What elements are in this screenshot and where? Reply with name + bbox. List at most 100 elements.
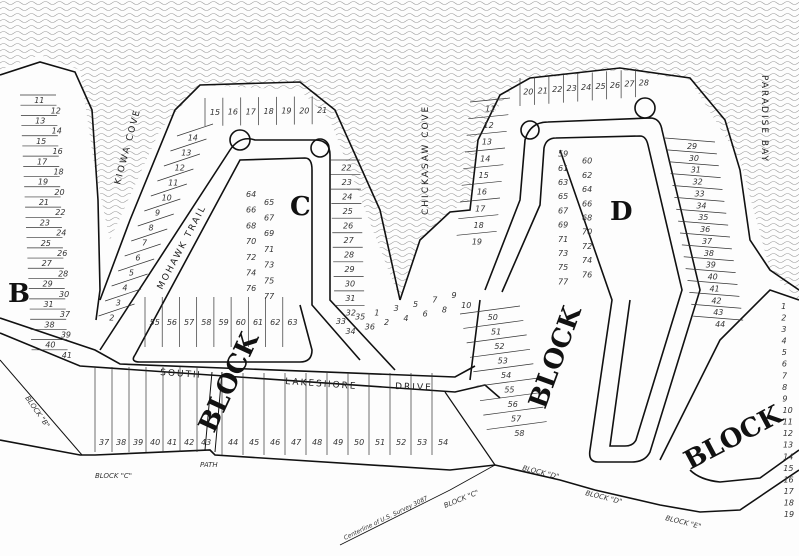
lot-number: 2 xyxy=(109,314,114,323)
lot-number: 4 xyxy=(122,284,127,293)
lot-line xyxy=(150,183,187,197)
lot-number: 57 xyxy=(184,318,195,327)
lot-number: 2 xyxy=(384,318,389,327)
bottom-block-b-label: BLOCK "B" xyxy=(23,395,51,430)
lot-number: 65 xyxy=(264,198,274,207)
lot-number: 61 xyxy=(253,318,263,327)
lot-number: 41 xyxy=(167,438,177,447)
lot-line xyxy=(124,243,161,257)
lot-number: 31 xyxy=(345,294,355,303)
mohawk-trail-inner xyxy=(134,157,361,361)
lot-number: 50 xyxy=(354,438,364,447)
lot-number: 16 xyxy=(228,108,238,117)
lot-number: 19 xyxy=(472,238,482,247)
shoreline-chickasaw xyxy=(399,67,799,301)
block-b-label: B xyxy=(8,279,30,309)
lot-line xyxy=(111,273,148,287)
lot-number: 73 xyxy=(558,249,568,258)
lot-number: 75 xyxy=(264,276,274,285)
lot-line xyxy=(459,305,521,315)
lot-line xyxy=(144,198,181,212)
lot-number: 22 xyxy=(341,163,351,172)
lot-line xyxy=(693,315,744,321)
lot-number: 36 xyxy=(365,323,375,332)
lot-line xyxy=(681,244,732,250)
lot-line xyxy=(466,130,507,136)
lot-number: 25 xyxy=(595,82,605,91)
lot-number: 58 xyxy=(201,318,211,327)
lot-number: 14 xyxy=(480,154,490,163)
lot-line xyxy=(463,164,504,170)
lot-number: 53 xyxy=(498,357,508,366)
lot-number: 68 xyxy=(246,221,256,230)
paradise-bay-label: PARADISE BAY xyxy=(759,75,769,163)
lot-number: 32 xyxy=(346,309,356,318)
lot-number: 7 xyxy=(432,296,438,305)
lot-number: 30 xyxy=(689,154,699,163)
lot-number: 46 xyxy=(270,438,280,447)
lot-line xyxy=(461,180,502,186)
lot-number: 40 xyxy=(150,438,160,447)
lot-line xyxy=(456,230,497,236)
lot-line xyxy=(685,268,736,273)
lot-line xyxy=(469,348,531,358)
lot-line xyxy=(674,197,725,202)
lot-number: 39 xyxy=(61,331,71,340)
lot-number: 18 xyxy=(474,221,484,230)
lot-number: 18 xyxy=(784,499,794,508)
lot-number: 62 xyxy=(582,171,592,180)
lot-number: 15 xyxy=(36,137,46,146)
lot-number: 34 xyxy=(345,327,355,336)
survey-centerline xyxy=(339,464,496,546)
lot-number: 11 xyxy=(34,96,44,105)
lot-number: 11 xyxy=(783,418,793,427)
lot-number: 19 xyxy=(38,178,48,187)
lot-lines xyxy=(20,69,744,455)
lot-number: 30 xyxy=(59,290,69,299)
lot-line xyxy=(672,185,723,190)
lot-line xyxy=(689,292,740,297)
shoreline-block-b xyxy=(0,61,101,321)
lot-number: 28 xyxy=(639,79,649,88)
lot-number: 58 xyxy=(514,429,524,438)
lot-number: 13 xyxy=(35,116,45,125)
lot-number: 57 xyxy=(511,414,522,423)
bottom-block-d-label: BLOCK "D" xyxy=(522,464,560,481)
lot-number: 67 xyxy=(264,214,275,223)
lot-line xyxy=(486,421,547,430)
lot-line xyxy=(163,153,201,167)
lot-line xyxy=(668,161,719,167)
lot-number: 40 xyxy=(708,273,718,282)
lot-number: 10 xyxy=(783,406,793,415)
lot-number: 31 xyxy=(691,166,701,175)
lot-number: 37 xyxy=(99,438,110,447)
lot-number: 56 xyxy=(167,318,177,327)
bottom-block-c-label: BLOCK "C" xyxy=(443,489,480,510)
lot-number: 3 xyxy=(394,304,399,313)
lot-number: 8 xyxy=(149,224,154,233)
lot-number: 6 xyxy=(423,310,428,319)
lot-number: 15 xyxy=(783,464,793,473)
lot-line xyxy=(473,363,534,373)
block-e-word: BLOCK xyxy=(679,399,788,476)
lot-number: 23 xyxy=(567,84,577,93)
shoreline-block-c xyxy=(99,81,401,301)
lot-number: 17 xyxy=(784,487,795,496)
lot-number: 23 xyxy=(40,218,50,227)
lot-number: 4 xyxy=(782,337,787,346)
lot-number: 12 xyxy=(51,106,61,115)
lot-number: 48 xyxy=(312,438,322,447)
lot-number: 1 xyxy=(781,302,786,311)
lot-number: 54 xyxy=(501,371,511,380)
lot-number: 10 xyxy=(461,301,471,310)
block-c-letter: C xyxy=(290,192,311,222)
lot-number: 13 xyxy=(783,441,793,450)
lot-number: 39 xyxy=(706,261,716,270)
lot-line xyxy=(479,392,541,402)
drive-label: DRIVE xyxy=(395,382,433,393)
lot-number: 38 xyxy=(704,249,714,258)
path-lane xyxy=(204,371,223,453)
mohawk-trail-label: MOHAWK TRAIL xyxy=(156,204,209,292)
lot-number: 74 xyxy=(582,256,592,265)
